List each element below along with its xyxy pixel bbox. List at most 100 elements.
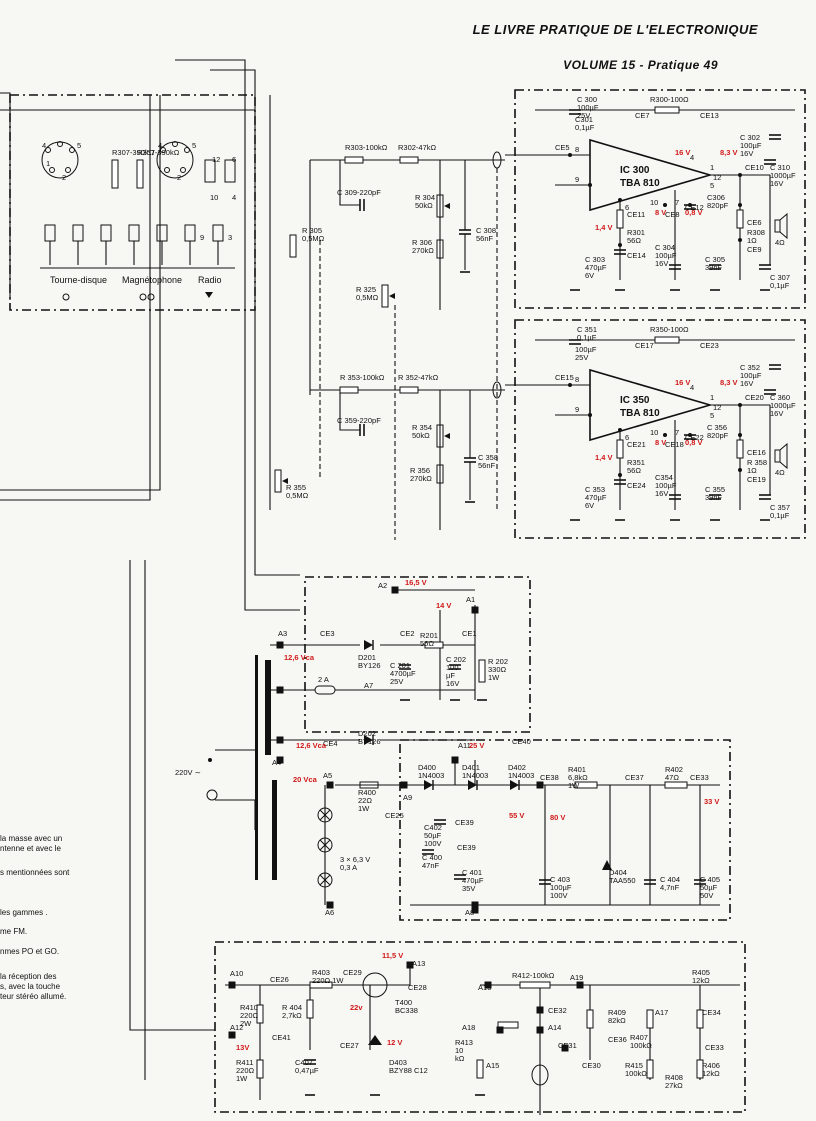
pin-label: 12 xyxy=(713,403,721,412)
component-label: CE15 xyxy=(555,373,574,382)
pin-label: 10 xyxy=(650,428,658,437)
resistor xyxy=(574,781,598,789)
junction-dot xyxy=(688,433,692,437)
component-label: 5 xyxy=(192,141,196,150)
terminal-node xyxy=(471,906,479,914)
pin-label: 1 xyxy=(710,393,714,402)
component-label: CE14 xyxy=(627,251,646,260)
din-pin xyxy=(180,167,186,173)
component-label: R 352-47kΩ xyxy=(398,373,439,382)
component-label: A13 xyxy=(412,959,425,968)
resistor xyxy=(654,336,680,344)
component-label: CE12 xyxy=(685,203,704,212)
terminal-node xyxy=(536,1026,544,1034)
component-label: CE9 xyxy=(747,245,762,254)
junction-dot xyxy=(588,183,592,187)
lamp-cross xyxy=(319,874,331,886)
component-label: CE17 xyxy=(635,341,654,350)
terminal-node xyxy=(496,1026,504,1034)
voltage-annotation: 8 V xyxy=(655,208,666,217)
junction-dot xyxy=(618,198,622,202)
component-label: C 359-220pF xyxy=(337,416,381,425)
wiper-arrow xyxy=(444,433,450,439)
resistor xyxy=(586,1009,594,1029)
side-note-3: les gammes . xyxy=(0,908,48,917)
amp_right-frame xyxy=(514,319,806,539)
pin-label: 4 xyxy=(690,153,694,162)
terminal-node xyxy=(471,901,479,909)
component-label: CE33 xyxy=(690,773,709,782)
component-label: 3 xyxy=(228,233,232,242)
resistor xyxy=(519,981,551,989)
din-pin xyxy=(184,147,190,153)
component-label: CE2 xyxy=(400,629,415,638)
pin-label: 8 xyxy=(575,145,579,154)
pin-label: 1 xyxy=(710,163,714,172)
junction-dot xyxy=(688,203,692,207)
switch-contact xyxy=(44,224,56,242)
switch-contact xyxy=(208,758,212,762)
terminal-node xyxy=(326,781,334,789)
component-label: 10 xyxy=(210,193,218,202)
side-note-4: me FM. xyxy=(0,927,28,936)
terminal-node xyxy=(536,1006,544,1014)
component-label: A3 xyxy=(278,629,287,638)
diode-symbol xyxy=(364,640,373,650)
component-label: CE18 xyxy=(665,440,684,449)
voltage-annotation: 16 V xyxy=(675,148,690,157)
pin-label: 5 xyxy=(710,181,714,190)
transformer-core xyxy=(255,655,258,880)
terminal-node xyxy=(391,586,399,594)
pin-label: 9 xyxy=(575,405,579,414)
junction-dot xyxy=(663,433,667,437)
resistor xyxy=(256,1059,264,1079)
component-label: CE7 xyxy=(635,111,650,120)
component-label: CE8 xyxy=(665,210,680,219)
component-label: 12 xyxy=(212,155,220,164)
resistor xyxy=(381,284,389,308)
resistor xyxy=(289,234,297,258)
wire xyxy=(0,95,161,491)
tape-icon xyxy=(147,293,155,301)
component-label: R302-47kΩ xyxy=(398,143,437,152)
tape-icon xyxy=(139,293,147,301)
voltage-annotation: 8,3 V xyxy=(720,148,738,157)
junction-dot xyxy=(588,413,592,417)
resistor xyxy=(256,1004,264,1024)
component-label: CE16 xyxy=(747,448,766,457)
terminal-node xyxy=(484,981,492,989)
component-label: CE26 xyxy=(270,975,289,984)
din-pin xyxy=(49,167,55,173)
component-label: R300-100Ω xyxy=(650,95,689,104)
component-label: R303-100kΩ xyxy=(345,143,388,152)
component-label: A18 xyxy=(462,1023,475,1032)
resistor xyxy=(497,1021,519,1029)
transistor-icon xyxy=(362,972,388,998)
voltage-annotation: 0,8 V xyxy=(685,438,703,447)
terminal-node xyxy=(326,901,334,909)
speaker-cone xyxy=(779,212,788,240)
component-label: CE41 xyxy=(272,1033,291,1042)
resistor xyxy=(646,1059,654,1079)
